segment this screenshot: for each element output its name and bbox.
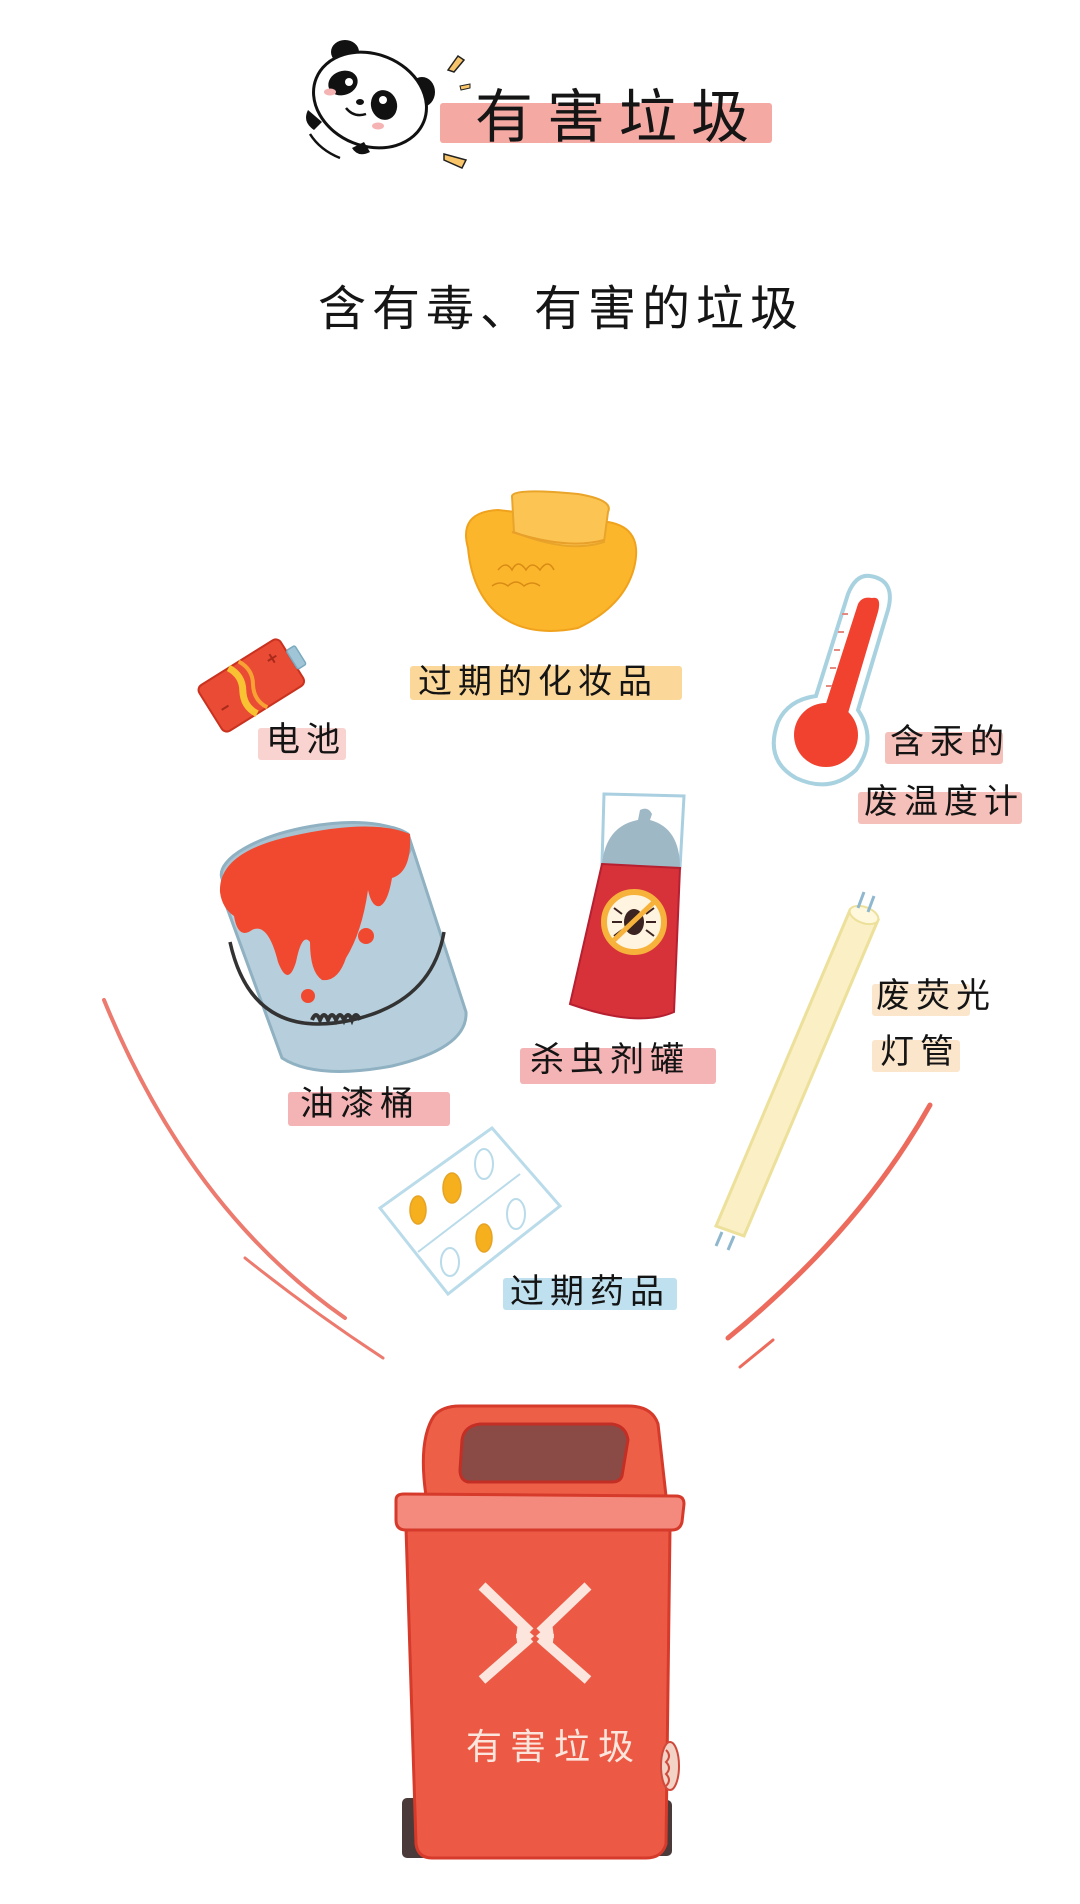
thermometer-label-line2: 废温度计 — [864, 782, 1024, 822]
sparkle-icon — [443, 54, 471, 169]
medicine-label: 过期药品 — [510, 1272, 670, 1312]
paint-bucket-label-band — [288, 1092, 450, 1126]
battery-label: 电池 — [266, 720, 346, 760]
insecticide-label: 杀虫剂罐 — [530, 1040, 690, 1080]
tube-label-band-1 — [872, 984, 970, 1016]
thermometer-label-band-2 — [858, 792, 1022, 824]
thermometer-label-line1: 含汞的 — [890, 722, 1010, 762]
hazardous-waste-bin-icon — [394, 1404, 686, 1860]
paint-bucket-label: 油漆桶 — [300, 1084, 420, 1124]
cosmetics-label: 过期的化妆品 — [418, 662, 658, 702]
insecticide-label-band — [520, 1048, 716, 1084]
tube-label-band-2 — [872, 1040, 960, 1072]
paint-bucket-icon — [219, 821, 468, 1073]
thermometer-label-band-1 — [885, 732, 1003, 764]
thermometer-icon — [771, 573, 892, 787]
page-title: 有害垃圾 — [475, 83, 764, 151]
panda-icon — [306, 40, 435, 160]
pill-blister-icon — [377, 1125, 563, 1297]
page-subtitle: 含有毒、有害的垃圾 — [318, 281, 805, 337]
spray-can-icon — [568, 792, 686, 1020]
tube-label-line2: 灯管 — [880, 1032, 960, 1072]
cosmetic-jar-icon — [465, 490, 638, 632]
tube-label-line1: 废荧光 — [876, 976, 996, 1016]
medicine-label-band — [503, 1278, 677, 1310]
bin-label: 有害垃圾 — [466, 1727, 643, 1768]
battery-label-band — [258, 728, 346, 760]
battery-icon — [197, 638, 307, 733]
fluorescent-tube-icon — [713, 891, 881, 1251]
cosmetics-label-band — [410, 666, 682, 700]
title-highlight-band — [440, 103, 772, 143]
